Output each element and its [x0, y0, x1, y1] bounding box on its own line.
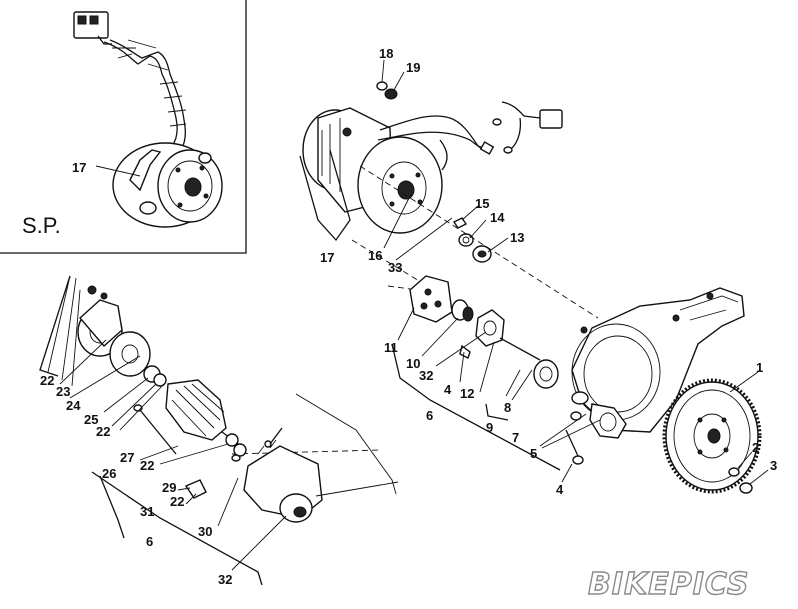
- callout-2: 2: [752, 440, 759, 455]
- callout-4-right: 4: [556, 482, 564, 497]
- assembly-line-1: [359, 165, 599, 319]
- callout-17-inset: 17: [72, 160, 86, 175]
- nut-washer-key: [452, 205, 509, 263]
- callout-27: 27: [120, 450, 134, 465]
- callout-31: 31: [140, 504, 154, 519]
- sp-harness: [103, 41, 178, 147]
- callout-6-left: 6: [146, 534, 153, 549]
- callout-19: 19: [406, 60, 420, 75]
- callout-1: 1: [756, 360, 763, 375]
- callout-18: 18: [379, 46, 393, 61]
- callout-22-c: 22: [140, 458, 154, 473]
- callout-22-d: 22: [170, 494, 184, 509]
- callout-14: 14: [490, 210, 505, 225]
- leader-33: [395, 217, 453, 261]
- callout-11: 11: [384, 340, 398, 355]
- sp-stator: [112, 142, 223, 228]
- callout-22-a: 22: [40, 373, 54, 388]
- screw-18-19: [376, 59, 405, 100]
- assembly-line-5: [231, 449, 381, 455]
- bracket-31: [99, 475, 125, 539]
- callout-26: 26: [102, 466, 116, 481]
- callout-16: 16: [368, 248, 382, 263]
- starter-clutch-parts: [409, 275, 559, 389]
- sp-connector: [73, 11, 112, 45]
- callout-25: 25: [84, 412, 98, 427]
- bracket-17: [299, 149, 351, 242]
- callout-8: 8: [504, 400, 511, 415]
- callout-15: 15: [475, 196, 489, 211]
- callout-9: 9: [486, 420, 493, 435]
- bracket-22-left: [39, 275, 71, 377]
- watermark-logo: BIKEPICS: [588, 567, 749, 602]
- bracket-6-center: [391, 343, 561, 471]
- starter-gear-5: [565, 403, 627, 465]
- bracket-6-left: [91, 471, 263, 586]
- callout-12: 12: [460, 386, 474, 401]
- assembly-line-2: [351, 239, 471, 313]
- starter-motor-exploded: [77, 285, 323, 523]
- callout-7: 7: [512, 430, 519, 445]
- callout-29: 29: [162, 480, 176, 495]
- callout-3: 3: [770, 458, 777, 473]
- callout-4-center: 4: [444, 382, 452, 397]
- washer-2: [728, 467, 740, 477]
- inset-border: [0, 0, 247, 254]
- bolt-3: [739, 482, 753, 494]
- callout-5: 5: [530, 446, 537, 461]
- inset-label: S.P.: [22, 213, 61, 238]
- callout-6-center: 6: [426, 408, 433, 423]
- callout-24: 24: [66, 398, 81, 413]
- callout-10: 10: [406, 356, 420, 371]
- callout-13: 13: [510, 230, 524, 245]
- sp-inset: S.P. 17: [0, 0, 247, 254]
- callout-32-center: 32: [419, 368, 433, 383]
- alternator-assembly: [302, 101, 563, 234]
- callout-32-left: 32: [218, 572, 232, 587]
- callout-30: 30: [198, 524, 212, 539]
- callout-17: 17: [320, 250, 334, 265]
- callout-22-b: 22: [96, 424, 110, 439]
- flywheel-ring-gear: [662, 378, 762, 494]
- callout-23: 23: [56, 384, 70, 399]
- leader-16: [383, 195, 411, 249]
- callout-33: 33: [388, 260, 402, 275]
- leader-motor: [315, 481, 399, 497]
- bracket-top-motor: [295, 393, 397, 495]
- leader-17-inset: [95, 165, 141, 177]
